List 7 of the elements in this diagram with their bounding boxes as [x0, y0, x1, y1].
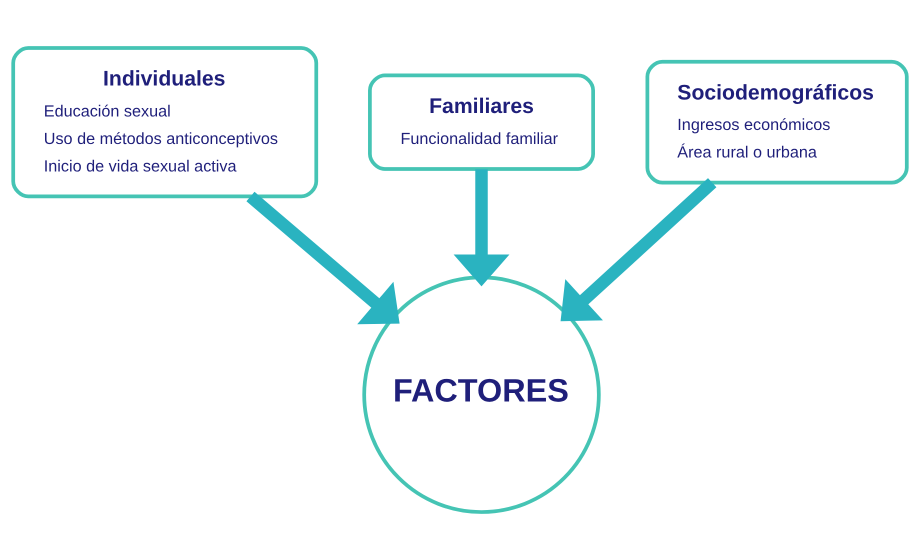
arrow — [454, 168, 510, 286]
arrow — [246, 191, 400, 324]
node-box: Sociodemográficos Ingresos económicos Área rural o urbana — [646, 59, 909, 184]
node-circle: FACTORES — [362, 275, 601, 514]
node-box: Individuales Educación sexual Uso de métodos anticonceptivos Inicio de vida sexual activa — [11, 46, 318, 198]
arrow — [560, 178, 716, 321]
node-box: Familiares Funcionalidad familiar — [368, 73, 595, 170]
